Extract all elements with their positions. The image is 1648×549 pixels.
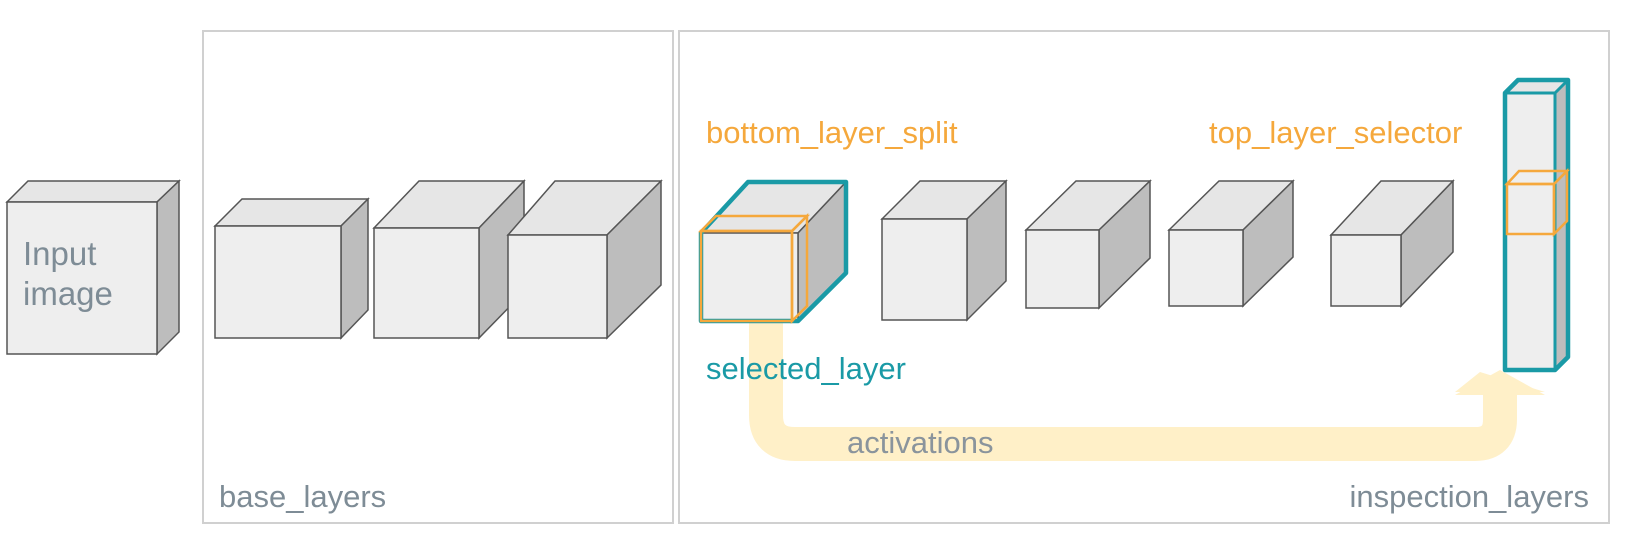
selected-layer-cube (698, 179, 849, 324)
bottom-layer-split-label: bottom_layer_split (706, 115, 958, 150)
base-layer-cube-1 (213, 197, 370, 340)
input-image-cube (5, 179, 181, 356)
base-layer-cube-3 (506, 179, 663, 340)
activations-arrow (749, 318, 1545, 461)
activations-label: activations (847, 425, 993, 460)
inspection-cube-4 (1329, 179, 1455, 308)
bottom-layer-split-box (697, 212, 811, 325)
base-layer-cube-2 (372, 179, 526, 340)
base-layers-label: base_layers (219, 479, 386, 514)
top-layer-bar (1502, 77, 1571, 373)
inspection-cube-3 (1167, 179, 1295, 308)
base-layers-box (202, 30, 674, 524)
inspection-cube-2 (1024, 179, 1152, 310)
inspection-layers-label: inspection_layers (1349, 479, 1589, 514)
selected-layer-label: selected_layer (706, 351, 906, 386)
top-layer-selector-box (1504, 167, 1571, 238)
input-image-label-line1: Input (23, 235, 96, 272)
inspection-cube-1 (880, 179, 1008, 322)
top-layer-selector-label: top_layer_selector (1209, 115, 1462, 150)
input-image-label-line2: image (23, 275, 113, 312)
inspection-layers-box (678, 30, 1610, 524)
